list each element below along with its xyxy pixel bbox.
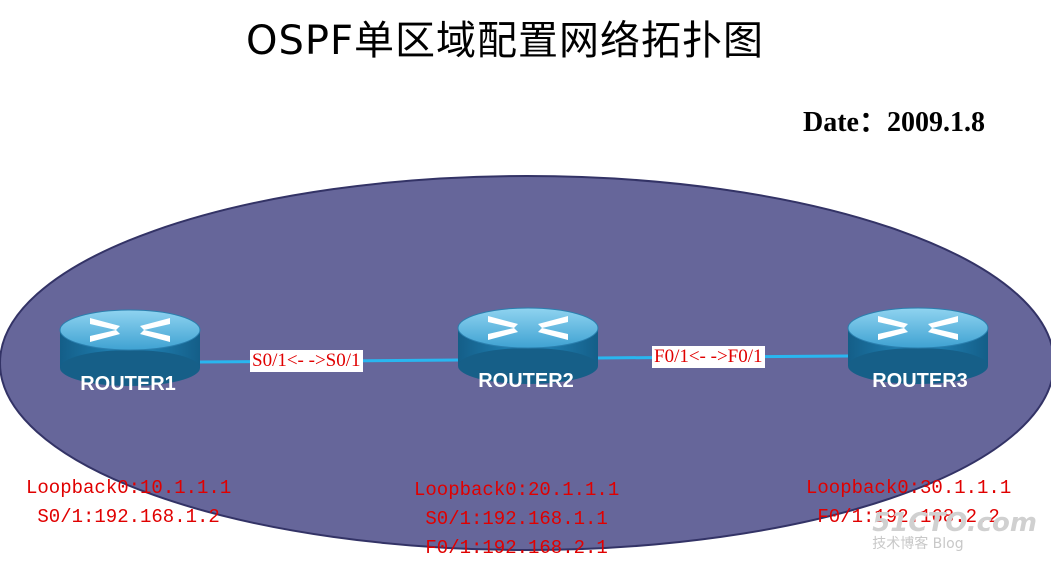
link-label-r1-r2: S0/1<- ->S0/1 [250, 350, 363, 372]
router2-label: ROUTER2 [478, 370, 574, 392]
router2-serial: S0/1:192.168.1.1 [425, 508, 608, 530]
watermark: 51CTO.com 技术博客 Blog [872, 508, 1037, 553]
router1-loopback: Loopback0:10.1.1.1 [26, 477, 232, 499]
router3-interfaces: Loopback0:30.1.1.1 F0/1:192.168.2.2 [806, 474, 1011, 532]
router2-loopback: Loopback0:20.1.1.1 [414, 479, 620, 501]
link-label-r2-r3: F0/1<- ->F0/1 [652, 346, 765, 368]
date-label: Date：2009.1.8 [803, 107, 985, 138]
watermark-brand: 51CTO.com [872, 508, 1037, 538]
router2-interfaces: Loopback0:20.1.1.1 S0/1:192.168.1.1 F0/1… [414, 476, 619, 563]
router1-label: ROUTER1 [80, 373, 176, 395]
router2-fastethernet: F0/1:192.168.2.1 [425, 537, 608, 559]
router3-fastethernet: F0/1:192.168.2.2 [817, 506, 1000, 528]
router1-serial: S0/1:192.168.1.2 [37, 506, 220, 528]
watermark-sub: 技术博客 Blog [872, 536, 964, 552]
router3-label: ROUTER3 [872, 370, 968, 392]
diagram-title: OSPF单区域配置网络拓扑图 [245, 18, 764, 64]
router3-loopback: Loopback0:30.1.1.1 [806, 477, 1012, 499]
router1-interfaces: Loopback0:10.1.1.1 S0/1:192.168.1.2 [26, 474, 231, 532]
